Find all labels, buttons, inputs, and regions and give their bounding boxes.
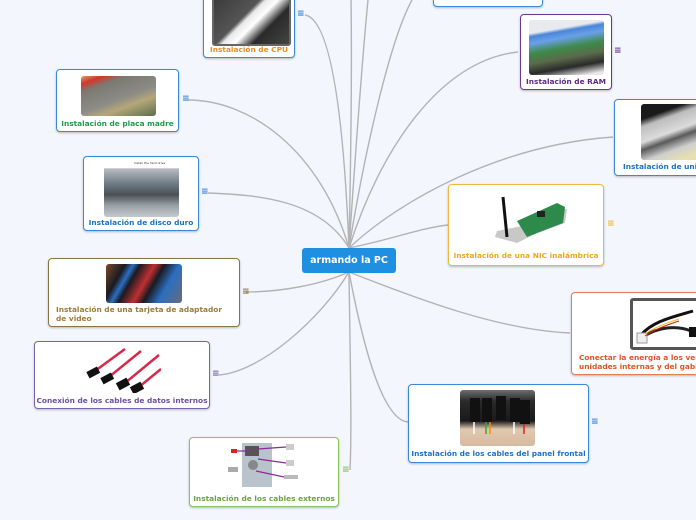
topic-label: Instalación de unid [623,162,696,171]
front-panel-cables-drawing [470,396,530,434]
link-nic [348,224,449,249]
menu-icon[interactable]: ≡ [242,287,250,297]
topic-node-panel[interactable]: Instalación de los cables del panel fron… [408,384,589,463]
topic-label: Conexión de los cables de datos internos [36,396,208,405]
menu-icon[interactable]: ≡ [182,94,190,104]
link-video [245,271,350,293]
link-disco [207,192,350,249]
topic-label: Instalación de los cables externos [193,494,335,503]
external-cables-diagram [228,441,302,487]
topic-node-unidad[interactable]: Instalación de unid [614,99,696,176]
image-caption: Install the hard drive [134,161,166,165]
link-top-3 [348,0,413,249]
central-topic[interactable]: armando la PC [302,248,396,273]
topic-node-placa[interactable]: Instalación de placa madre [56,69,179,132]
link-cpu [304,14,350,249]
menu-icon[interactable]: ≡ [607,219,615,229]
video-card-photo [106,264,182,303]
menu-icon[interactable]: ≡ [614,46,622,56]
link-ram [348,51,519,249]
topic-label: Instalación de una tarjeta de adaptador … [56,305,223,323]
external-cables-drawing [228,443,298,487]
menu-icon[interactable]: ≡ [342,465,350,475]
topic-node-externos[interactable]: Instalación de los cables externos [189,437,339,507]
link-energia [348,271,571,334]
optical-drive-photo [641,104,696,160]
power-cables-photo [630,298,696,350]
menu-icon[interactable]: ≡ [297,9,305,19]
sata-cables-drawing [86,347,161,393]
link-unidad [348,136,614,249]
wireless-nic-photo [487,193,567,245]
link-top-1 [348,0,353,249]
topic-label: Conectar la energía a los vent [579,353,696,362]
link-placa [187,99,350,249]
topic-node-nic[interactable]: Instalación de una NIC inalámbrica [448,184,604,266]
link-top-2 [348,0,369,249]
topic-label: Instalación de los cables del panel fron… [411,449,586,458]
topic-label: Instalación de CPU [210,45,288,54]
topic-node-energia[interactable]: Conectar la energía a los vent unidades … [571,292,696,375]
topic-node-disco[interactable]: Install the hard drive Instalación de di… [83,156,199,231]
topic-label-line-2: unidades internas y del gabin [579,362,696,371]
topic-node-video[interactable]: Instalación de una tarjeta de adaptador … [48,258,240,327]
topic-node-datos[interactable]: Conexión de los cables de datos internos [34,341,210,409]
topic-label: Instalación de una NIC inalámbrica [453,251,599,260]
wireless-nic-drawing [495,196,567,243]
topic-node-ram[interactable]: Instalación de RAM [520,14,612,90]
link-datos [218,271,350,376]
sata-cables-photo [85,347,161,393]
menu-icon[interactable]: ≡ [591,417,599,427]
menu-icon[interactable]: ≡ [212,369,220,379]
topic-label: Instalación de RAM [526,77,606,86]
motherboard-photo [81,76,156,116]
ram-install-photo [529,20,604,75]
topic-label: Instalación de disco duro [88,218,194,227]
topic-node-cpu[interactable]: Instalación de CPU [203,0,295,58]
hard-drive-photo: Install the hard drive [104,161,179,217]
cpu-install-photo [212,0,291,46]
menu-icon[interactable]: ≡ [201,187,209,197]
power-cables-drawing [636,309,696,344]
topic-node-partial-top[interactable] [433,0,543,7]
front-panel-cables-photo [460,390,535,446]
link-panel [348,271,409,423]
link-externos [348,271,352,471]
topic-label: Instalación de placa madre [61,119,174,128]
